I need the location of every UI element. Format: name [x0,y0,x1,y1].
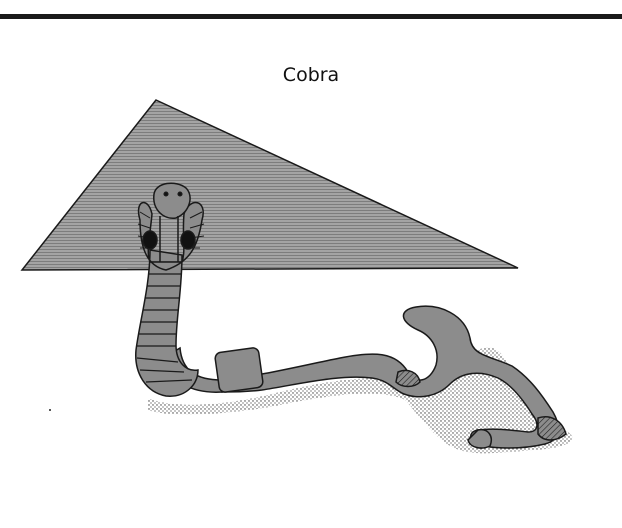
stray-dot [49,409,51,411]
top-rule [0,14,622,19]
figure-caption: Cobra [282,64,340,86]
gray-triangle-icon [20,99,519,271]
cobra-snake-icon [135,182,567,449]
